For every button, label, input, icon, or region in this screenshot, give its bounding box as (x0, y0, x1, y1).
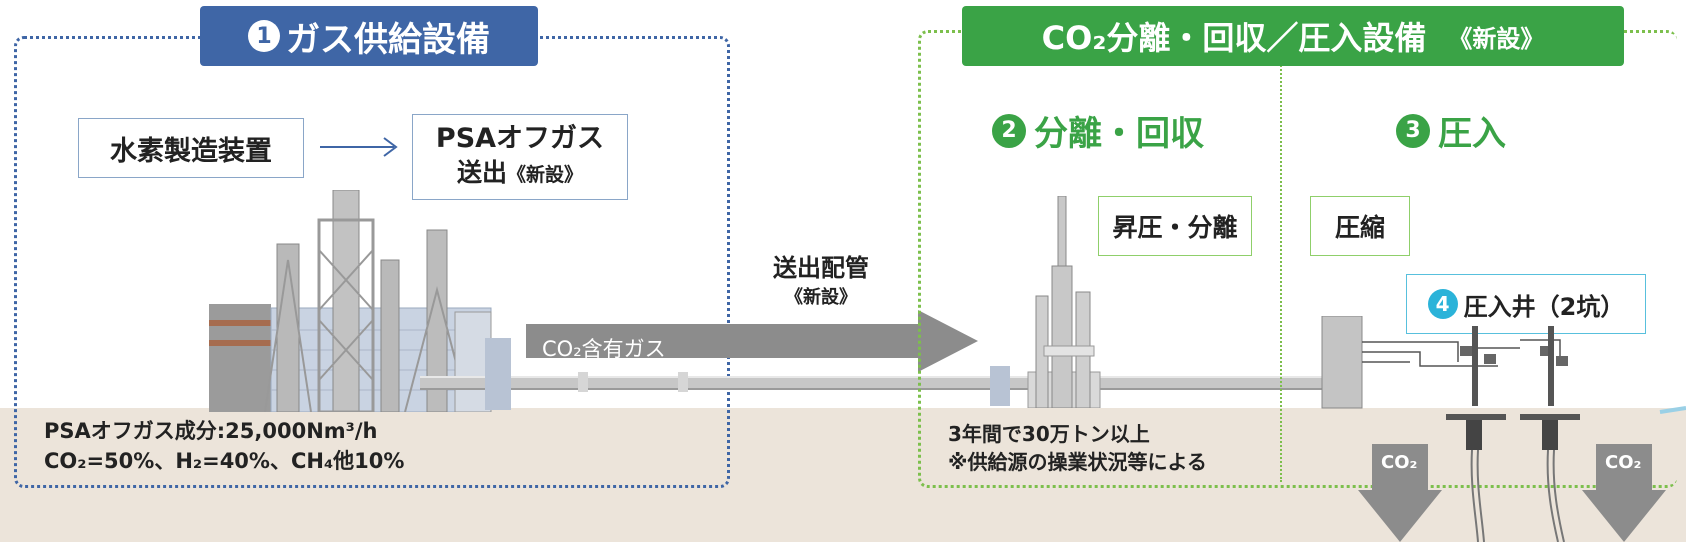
injection-title: 3 圧入 (1396, 106, 1506, 155)
co2-down-arrow-icon (1582, 444, 1666, 542)
separation-note-line2: ※供給源の操業状況等による (948, 450, 1207, 474)
injection-title-text: 圧入 (1438, 114, 1506, 154)
co2-capture-title-text: CO₂分離・回収／圧入設備 (1041, 19, 1427, 57)
compression-box: 圧縮 (1310, 196, 1410, 256)
psa-offgas-box: PSAオフガス 送出《新設》 (412, 114, 628, 200)
separation-title-text: 分離・回収 (1034, 114, 1204, 154)
pipeline-new: 《新設》 (785, 287, 857, 308)
number-badge-2: 2 (992, 113, 1026, 148)
separation-tower-illustration (990, 196, 1101, 408)
compression-label: 圧縮 (1334, 213, 1385, 242)
separation-note: 3年間で30万トン以上 ※供給源の操業状況等による (948, 420, 1207, 476)
co2-gas-flow-arrow-icon (526, 310, 978, 372)
compressor-and-wells-illustration (1321, 316, 1686, 542)
co2-down-label: CO₂ (1381, 452, 1418, 473)
psa-send-label: 送出 (456, 158, 507, 187)
number-badge-3: 3 (1396, 113, 1430, 148)
hydrogen-unit-label: 水素製造装置 (110, 135, 272, 167)
psa-composition-note: PSAオフガス成分:25,000Nm³/h CO₂=50%、H₂=40%、CH₄… (44, 416, 404, 476)
co2-capture-new: 《新設》 (1448, 24, 1545, 53)
pipeline (420, 376, 1332, 390)
pipe-valve-box (485, 338, 511, 410)
hydrogen-unit-box: 水素製造装置 (78, 118, 304, 178)
separation-note-line1: 3年間で30万トン以上 (948, 422, 1150, 446)
gas-supply-title: 1 ガス供給設備 (200, 6, 538, 66)
co2-gas-label: CO₂含有ガス (542, 337, 666, 361)
boost-separation-label: 昇圧・分離 (1112, 213, 1238, 242)
pipe-joint (578, 372, 588, 392)
psa-new-label: 《新設》 (507, 164, 584, 186)
number-badge-1: 1 (248, 20, 280, 52)
flow-arrow-icon (320, 137, 398, 157)
co2-capture-title: CO₂分離・回収／圧入設備 《新設》 (962, 6, 1624, 66)
psa-composition-line2: CO₂=50%、H₂=40%、CH₄他10% (44, 449, 405, 473)
psa-offgas-label: PSAオフガス (435, 123, 605, 154)
section-divider (1280, 62, 1282, 482)
pipeline-title: 送出配管 (773, 254, 869, 282)
boost-separation-box: 昇圧・分離 (1098, 196, 1252, 256)
injection-well-label: 圧入井（2坑） (1463, 292, 1625, 321)
co2-down-label: CO₂ (1605, 452, 1642, 473)
injection-well-box: 4 圧入井（2坑） (1406, 274, 1646, 334)
number-badge-4: 4 (1427, 289, 1458, 319)
separation-title: 2 分離・回収 (992, 106, 1204, 155)
pipeline-label: 送出配管 《新設》 (756, 248, 886, 309)
co2-down-arrow-icon (1358, 444, 1442, 542)
psa-composition-line1: PSAオフガス成分:25,000Nm³/h (44, 419, 378, 443)
gas-supply-title-text: ガス供給設備 (286, 19, 490, 60)
pipe-joint (678, 372, 688, 392)
